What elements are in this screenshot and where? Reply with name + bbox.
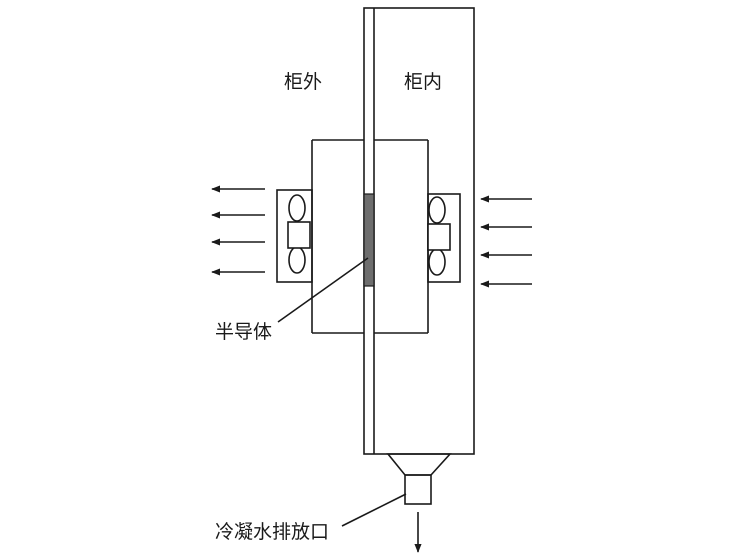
left-airflow-arrows [211, 185, 265, 276]
drain-leader-line [341, 493, 407, 527]
drain-outlet [386, 453, 452, 553]
left-fan-icon [276, 189, 313, 283]
right-fan-icon [427, 193, 461, 283]
semiconductor-leader-line [277, 257, 369, 323]
label-drain: 冷凝水排放口 [215, 521, 329, 543]
label-outside: 柜外 [284, 71, 322, 93]
semiconductor-element [363, 193, 375, 287]
label-semiconductor: 半导体 [215, 321, 272, 343]
label-inside: 柜内 [404, 71, 442, 93]
right-airflow-arrows [480, 195, 532, 288]
